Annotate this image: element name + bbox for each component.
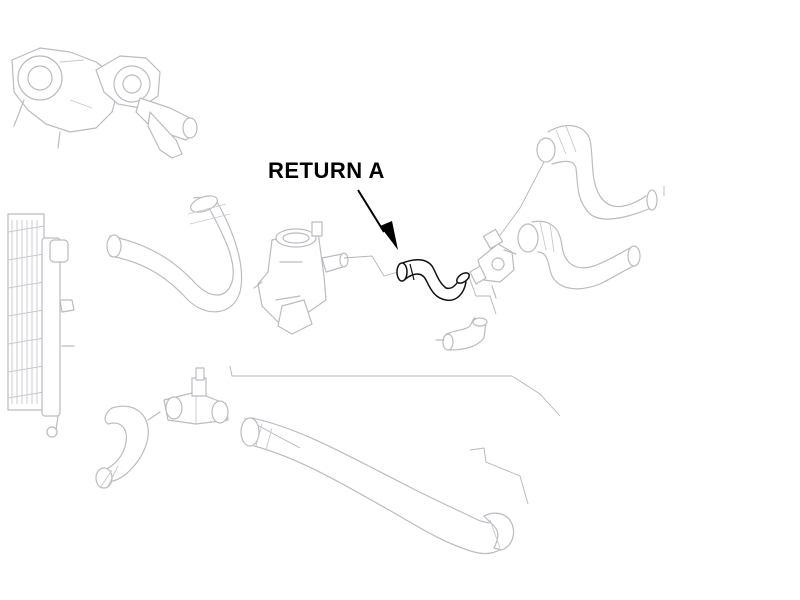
middle-right-hose (517, 220, 641, 290)
small-elbow-hose (435, 317, 488, 351)
radiator (7, 213, 75, 438)
leader-lines (229, 161, 665, 505)
upper-left-hose (106, 195, 243, 313)
long-lower-hose (240, 417, 515, 555)
lower-left-hose (95, 405, 161, 489)
callout-label-return-a: RETURN A (268, 158, 385, 183)
upper-right-hose (536, 124, 658, 220)
thermostat-housing (253, 221, 349, 335)
bleed-valve (469, 228, 517, 299)
return-a-hose (396, 259, 470, 302)
water-pump (11, 47, 198, 159)
t-connector (163, 367, 229, 425)
callout-arrow (357, 189, 398, 250)
